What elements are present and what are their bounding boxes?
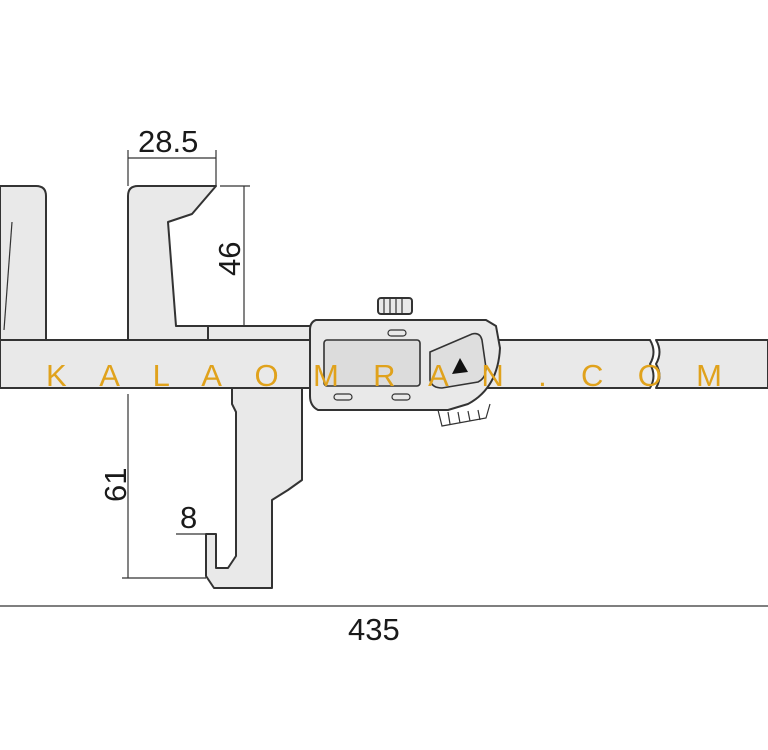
jaw-edge-line (3, 221, 13, 331)
fixed-upper-jaw (0, 185, 47, 341)
dim-tip-width: 8 (180, 500, 197, 535)
display-unit (309, 297, 501, 427)
dim-overall-length: 435 (348, 612, 400, 647)
dimension-lines (0, 150, 768, 607)
triangle-icon (452, 358, 468, 374)
slider-top-plate (207, 325, 313, 341)
lcd-screen (323, 339, 421, 387)
dim-jaw-width: 28.5 (138, 124, 198, 159)
zero-button (429, 332, 487, 389)
dim-jaw-depth-lower: 61 (98, 468, 133, 502)
lower-jaw (205, 387, 303, 589)
dim-jaw-depth-upper: 46 (212, 242, 247, 276)
sliding-upper-jaw (127, 185, 217, 341)
